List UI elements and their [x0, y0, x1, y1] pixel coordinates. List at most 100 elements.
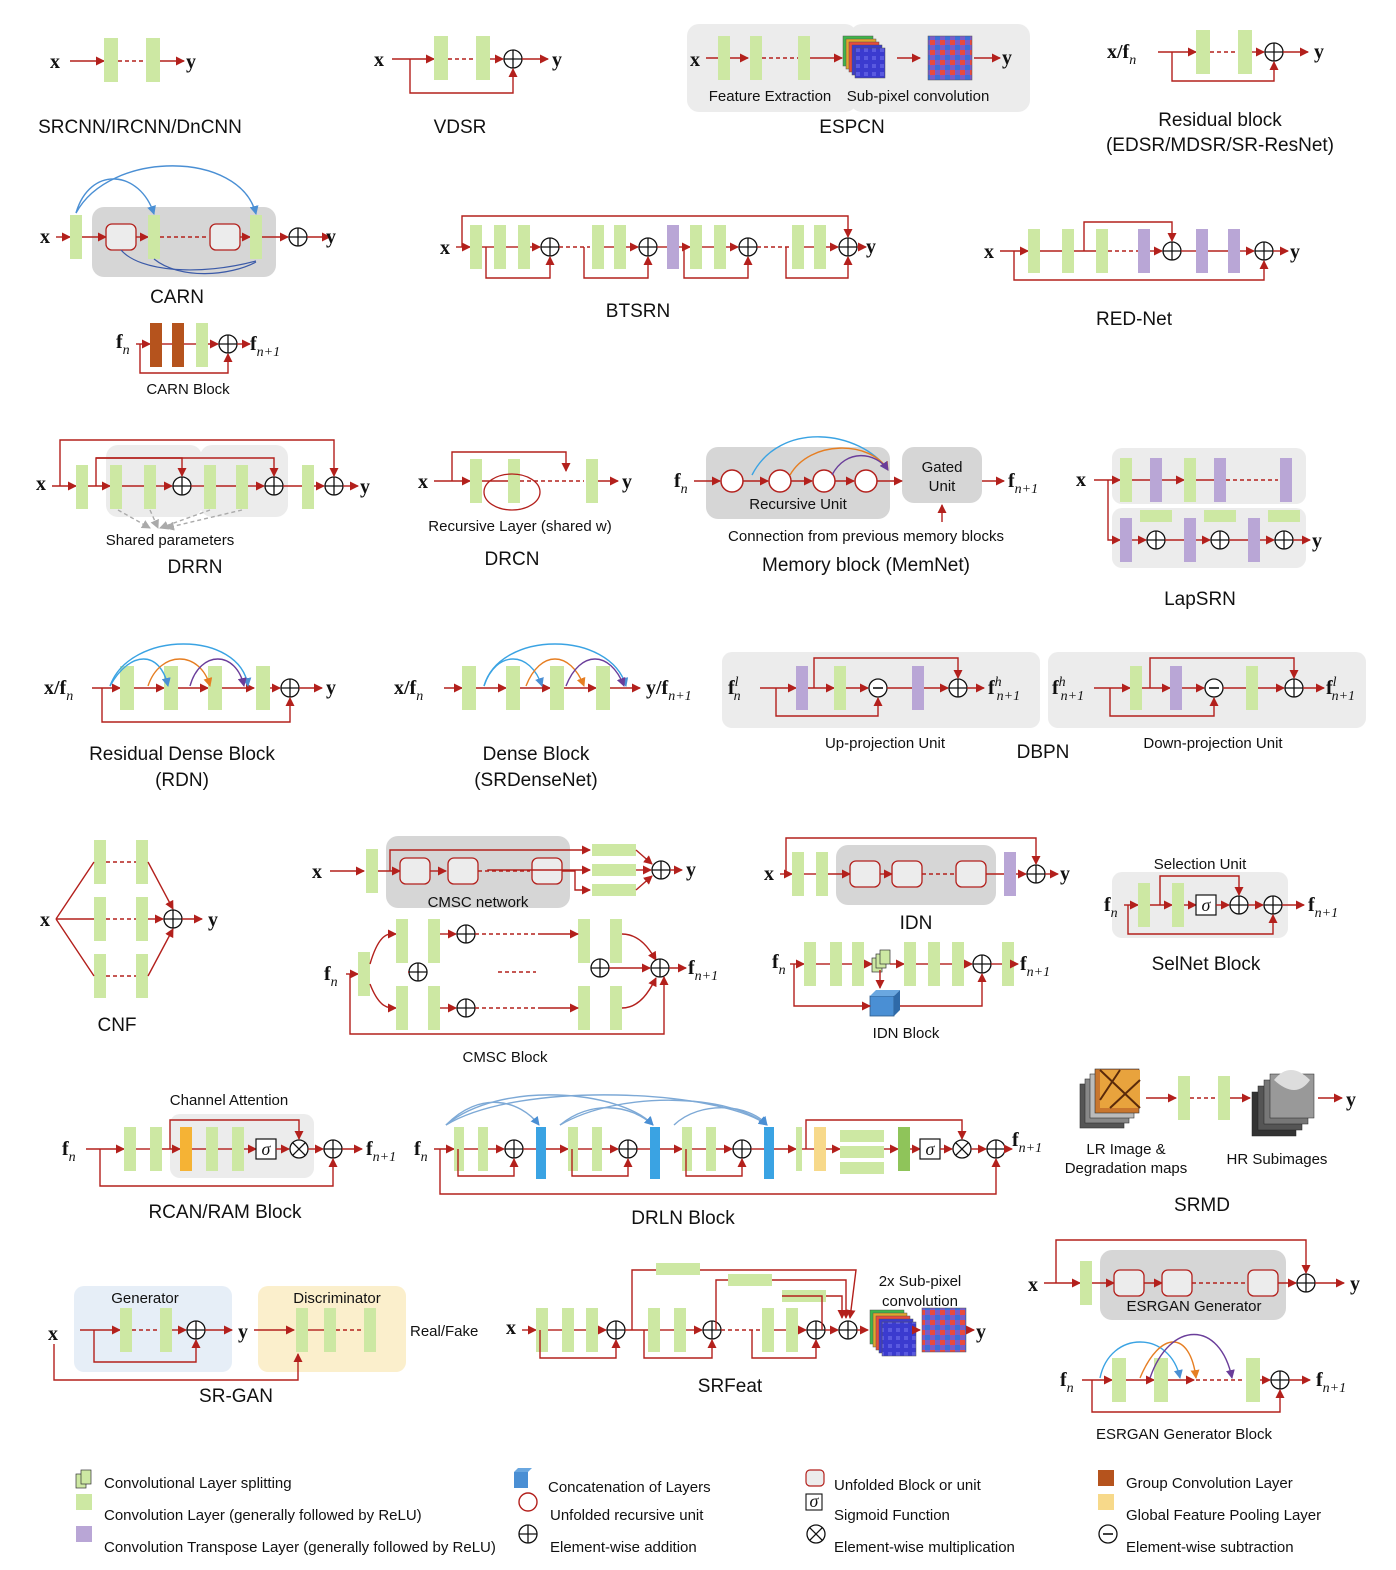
- conv-layer: [428, 986, 440, 1030]
- espcn-subpixel-output: [928, 36, 972, 80]
- carn-block-output: fn+1: [250, 333, 280, 360]
- rednet-input: x: [984, 241, 994, 263]
- conv-layer: [364, 1308, 376, 1352]
- addition-icon: [1285, 679, 1303, 697]
- conv-layer: [648, 1308, 660, 1352]
- conv-layer: [796, 1127, 802, 1171]
- dbpn-down-label: Down-projection Unit: [1143, 735, 1283, 752]
- rcan-title: RCAN/RAM Block: [148, 1202, 302, 1223]
- srmd-lr-label-line2: Degradation maps: [1065, 1160, 1188, 1177]
- conv-layer: [150, 1127, 162, 1171]
- cmsc-block: [400, 858, 430, 884]
- btsrn-input: x: [440, 237, 450, 259]
- rednet-output: y: [1290, 241, 1300, 263]
- addition-icon: [457, 999, 475, 1017]
- conv-layer: [1238, 30, 1252, 74]
- addition-icon: [639, 238, 657, 256]
- group-conv-layer: [172, 323, 184, 367]
- addition-icon: [651, 959, 669, 977]
- carn-block-input: fn: [116, 331, 130, 358]
- conv-layer: [124, 1127, 136, 1171]
- addition-icon: [265, 477, 283, 495]
- cmsc-block-output: fn+1: [688, 957, 718, 984]
- esrgan-input: x: [1028, 1274, 1038, 1296]
- conv-transpose-layer: [796, 666, 808, 710]
- conv-layer: [952, 942, 964, 986]
- conv-layer: [798, 36, 810, 80]
- vdsr-title: VDSR: [434, 117, 487, 138]
- rdn-title-line1: Residual Dense Block: [89, 744, 275, 765]
- conv-layer: [1096, 229, 1108, 273]
- connector: [636, 850, 652, 864]
- drcn-title: DRCN: [485, 549, 540, 570]
- conv-layer: [706, 1127, 716, 1171]
- conv-layer: [898, 1127, 910, 1171]
- idn-enhance-block: [892, 861, 922, 887]
- conv-transpose-layer: [1170, 666, 1182, 710]
- addition-icon: [987, 1140, 1005, 1158]
- carn-cascade-block: [210, 224, 240, 250]
- drcn-output: y: [622, 471, 632, 493]
- conv-layer: [1120, 458, 1132, 502]
- multiplication-icon: [290, 1140, 308, 1158]
- conv-layer: [434, 36, 448, 80]
- conv-layer: [578, 919, 590, 963]
- conv-layer: [324, 1308, 336, 1352]
- legend-label: Unfolded recursive unit: [550, 1507, 704, 1524]
- recursive-unit-icon: [813, 470, 835, 492]
- srdensenet-input: x/fn: [394, 677, 423, 704]
- conv-layer: [120, 1308, 132, 1352]
- addition-icon: [504, 50, 522, 68]
- conv-layer: [830, 942, 842, 986]
- conv-layer: [656, 1263, 700, 1275]
- subtraction-icon: [1205, 679, 1223, 697]
- addition-icon: [652, 861, 670, 879]
- addition-icon: [519, 1525, 537, 1543]
- connector: [700, 1270, 856, 1318]
- drln-input: fn: [414, 1138, 428, 1165]
- conv-transpose-layer: [912, 666, 924, 710]
- srmd-output: y: [1346, 1089, 1356, 1111]
- idn-block-title: IDN Block: [873, 1025, 940, 1042]
- conv-layer: [550, 666, 564, 710]
- drrn-note: Shared parameters: [106, 532, 234, 549]
- esrgan-rrdb-block: [1162, 1270, 1192, 1296]
- srcnn-output: y: [186, 51, 196, 73]
- esrgan-rrdb-block: [1248, 1270, 1278, 1296]
- lapsrn-feature-bg: [1112, 448, 1306, 504]
- recursive-unit-icon: [519, 1493, 537, 1511]
- recursive-unit-icon: [855, 470, 877, 492]
- connector: [622, 934, 656, 960]
- conv-layer: [1184, 458, 1196, 502]
- addition-icon: [1264, 896, 1282, 914]
- srfeat-input: x: [506, 1317, 516, 1339]
- lapsrn-input: x: [1076, 469, 1086, 491]
- srfeat-output: y: [976, 1321, 986, 1343]
- espcn-title: ESPCN: [819, 117, 884, 138]
- conv-layer: [454, 1127, 464, 1171]
- conv-layer: [682, 1127, 692, 1171]
- btsrn-title: BTSRN: [606, 301, 670, 322]
- connector: [752, 1330, 816, 1358]
- conv-layer: [70, 215, 82, 259]
- conv-layer: [146, 38, 160, 82]
- conv-layer: [164, 666, 178, 710]
- conv-layer: [1246, 1358, 1260, 1402]
- conv-layer: [814, 225, 826, 269]
- conv-split-icon: [880, 950, 890, 964]
- conv-layer: [508, 459, 520, 503]
- addition-icon: [1275, 531, 1293, 549]
- subtraction-icon: [869, 679, 887, 697]
- btsrn-output: y: [866, 236, 876, 258]
- conv-layer: [1138, 883, 1150, 927]
- legend-label: Convolution Layer (generally followed by…: [104, 1507, 422, 1524]
- srfeat-subpixel-output: [922, 1308, 966, 1352]
- conv-layer: [536, 1308, 548, 1352]
- carn-output: y: [326, 226, 336, 248]
- idn-block-output: fn+1: [1020, 953, 1050, 980]
- conv-layer: [250, 215, 262, 259]
- resblock-output: y: [1314, 41, 1324, 63]
- srcnn-title: SRCNN/IRCNN/DnCNN: [38, 117, 242, 138]
- addition-icon: [219, 335, 237, 353]
